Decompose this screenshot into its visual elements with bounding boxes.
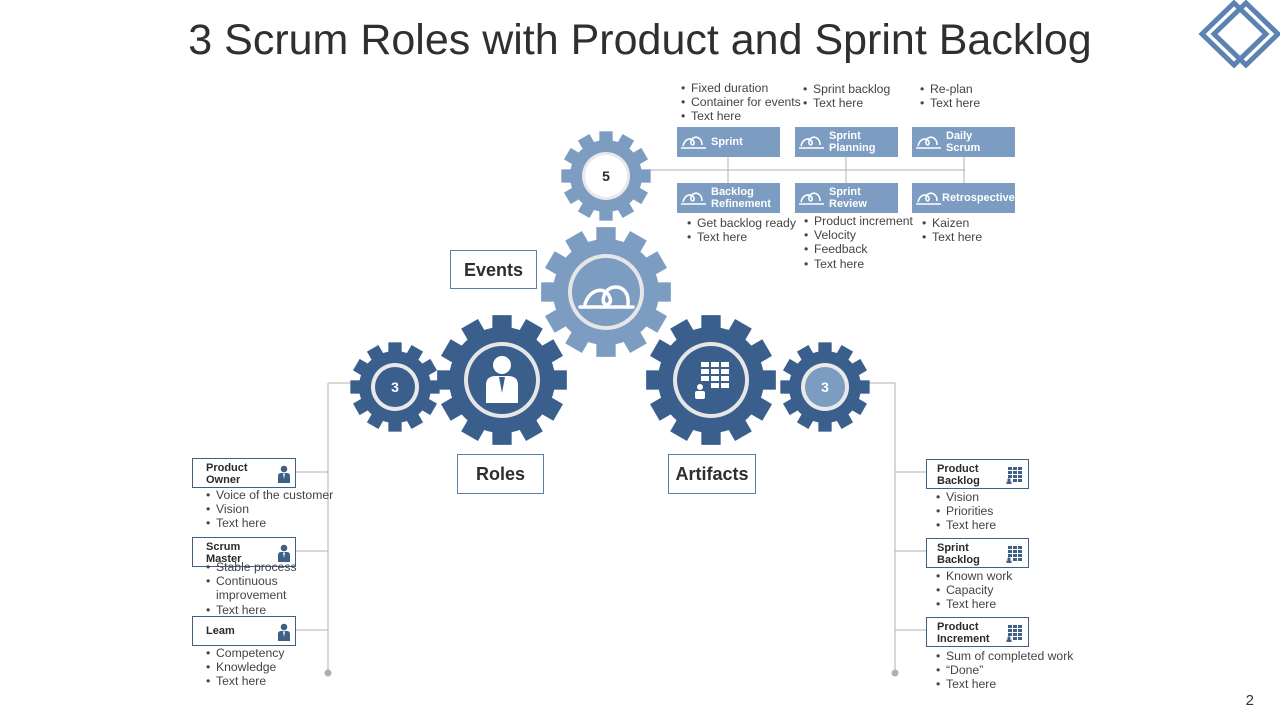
sprint-loop-icon	[916, 136, 941, 149]
event-box-retrospective: Retrospective	[912, 183, 1015, 213]
list-item: Vision	[936, 490, 996, 504]
event-box-sprint: Sprint	[677, 127, 780, 157]
list-item: Text here	[920, 96, 980, 110]
list-item: Continuous	[206, 574, 297, 588]
role-bullets-leam: Competency Knowledge Text here	[206, 646, 284, 689]
artifact-box-product-increment: Product Increment	[926, 617, 1029, 647]
list-item: Text here	[687, 230, 796, 244]
list-item: Container for events	[681, 95, 801, 109]
event-bullets-sprint-review: Product increment Velocity Feedback Text…	[804, 214, 913, 271]
backlog-grid-icon	[1006, 467, 1022, 484]
list-item: Kaizen	[922, 216, 982, 230]
event-bullets-retrospective: Kaizen Text here	[922, 216, 982, 245]
sprint-loop-icon	[916, 192, 941, 205]
list-item: Sprint backlog	[803, 82, 890, 96]
role-bullets-product-owner: Voice of the customer Vision Text here	[206, 488, 333, 531]
list-item: improvement	[216, 588, 287, 603]
list-item: Voice of the customer	[206, 488, 333, 502]
logo-diamond-icon	[1198, 0, 1280, 68]
list-item: Stable process	[206, 560, 297, 574]
list-item: Text here	[681, 109, 801, 123]
event-bullets-backlog-refinement: Get backlog ready Text here	[687, 216, 796, 245]
list-item: Competency	[206, 646, 284, 660]
person-icon	[278, 465, 290, 483]
page-number: 2	[1245, 692, 1254, 709]
list-item: Text here	[206, 516, 333, 530]
role-bullets-scrum-master: Stable process Continuous improvement Te…	[206, 560, 297, 617]
artifact-bullets-product-backlog: Vision Priorities Text here	[936, 490, 996, 533]
list-item: Text here	[206, 603, 297, 617]
backlog-grid-icon	[695, 362, 729, 399]
list-item: Get backlog ready	[687, 216, 796, 230]
list-item: Text here	[804, 257, 913, 271]
events-count: 5	[602, 168, 610, 184]
artifact-bullets-sprint-backlog: Known work Capacity Text here	[936, 569, 1012, 612]
list-item: “Done”	[936, 663, 1073, 677]
events-count-gear	[561, 131, 651, 221]
sprint-loop-icon	[681, 136, 706, 149]
event-bullets-daily-scrum: Re-plan Text here	[920, 82, 980, 111]
list-item: Known work	[936, 569, 1012, 583]
list-item: Text here	[803, 96, 890, 110]
sprint-loop-icon	[681, 192, 706, 205]
backlog-grid-icon	[1006, 625, 1022, 642]
roles-count-gear	[350, 342, 440, 432]
event-box-sprint-review: Sprint Review	[795, 183, 898, 213]
roles-count: 3	[391, 379, 399, 395]
artifact-box-product-backlog: Product Backlog	[926, 459, 1029, 489]
list-item: Text here	[936, 677, 1073, 691]
event-bullets-sprint-planning: Sprint backlog Text here	[803, 82, 890, 111]
list-item: Fixed duration	[681, 81, 801, 95]
artifact-bullets-product-increment: Sum of completed work “Done” Text here	[936, 649, 1073, 692]
list-item: Capacity	[936, 583, 1012, 597]
person-icon	[486, 356, 518, 403]
event-box-sprint-planning: Sprint Planning	[795, 127, 898, 157]
event-box-daily-scrum: Daily Scrum	[912, 127, 1015, 157]
list-item: Vision	[206, 502, 333, 516]
sprint-loop-icon	[799, 136, 824, 149]
person-icon	[278, 623, 290, 641]
list-item: Text here	[936, 597, 1012, 611]
artifact-box-sprint-backlog: Sprint Backlog	[926, 538, 1029, 568]
list-item: Knowledge	[206, 660, 284, 674]
list-item: Priorities	[936, 504, 996, 518]
list-item: Text here	[936, 518, 996, 532]
role-box-product-owner: Product Owner	[192, 458, 296, 488]
list-item: Re-plan	[920, 82, 980, 96]
artifacts-count-gear	[780, 342, 870, 432]
sprint-loop-icon	[578, 285, 635, 309]
artifacts-count: 3	[821, 379, 829, 395]
events-label: Events	[450, 250, 537, 289]
sprint-loop-icon	[799, 192, 824, 205]
artifacts-label: Artifacts	[668, 454, 756, 494]
event-bullets-sprint: Fixed duration Container for events Text…	[681, 81, 801, 124]
roles-label: Roles	[457, 454, 544, 494]
list-item: Feedback	[804, 242, 913, 256]
list-item: Velocity	[804, 228, 913, 242]
list-item: Text here	[922, 230, 982, 244]
list-item: Text here	[206, 674, 284, 688]
list-item: Sum of completed work	[936, 649, 1073, 663]
list-item: Product increment	[804, 214, 913, 228]
event-box-backlog-refinement: Backlog Refinement	[677, 183, 780, 213]
role-box-leam: Leam	[192, 616, 296, 646]
backlog-grid-icon	[1006, 546, 1022, 563]
page-title: 3 Scrum Roles with Product and Sprint Ba…	[188, 16, 1092, 64]
